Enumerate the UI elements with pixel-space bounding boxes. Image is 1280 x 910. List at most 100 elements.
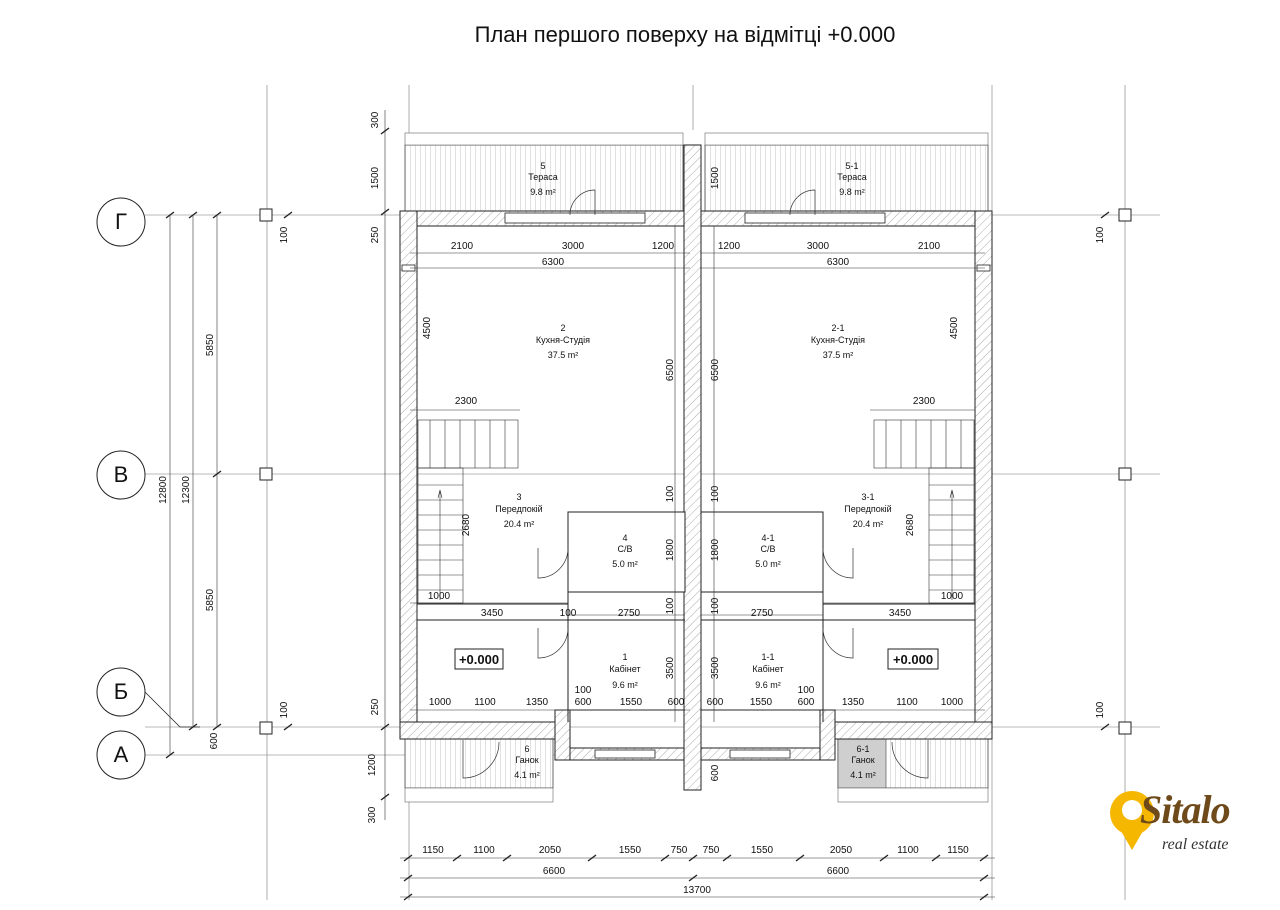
column-markers bbox=[259, 208, 1132, 735]
dimension-ticks bbox=[165, 127, 1110, 901]
dim-left-4500: 4500 bbox=[422, 316, 433, 339]
dim-left-1500: 1500 bbox=[370, 166, 381, 189]
dim-mid-5: 3450 bbox=[889, 608, 912, 619]
dim-low-7: 600 bbox=[668, 697, 685, 708]
room-label-terrace-area: 9.8 m² bbox=[530, 187, 556, 197]
terrace-edge-right bbox=[704, 132, 989, 146]
staircase-left bbox=[417, 419, 519, 604]
room-label-hall2-name: Передпокій bbox=[844, 504, 891, 514]
dim-stair-left: 2300 bbox=[455, 396, 478, 407]
dim-int-600-bottom: 600 bbox=[710, 764, 721, 781]
dim-left-1200: 1200 bbox=[367, 753, 378, 776]
dim-low-8: 600 bbox=[707, 697, 724, 708]
dim-top-1: 2100 bbox=[451, 241, 474, 252]
dim-int-100-d: 100 bbox=[710, 597, 721, 614]
dim-bottom-1: 1150 bbox=[422, 845, 444, 856]
room-label-hall-num: 3 bbox=[516, 492, 521, 502]
dim-low-10: 600 bbox=[798, 697, 815, 708]
logo: Sitalo real estate bbox=[1108, 782, 1248, 862]
dim-int-1800-left: 1800 bbox=[665, 538, 676, 561]
dim-right-100-top: 100 bbox=[1095, 226, 1106, 243]
dim-stair-h-right: 1000 bbox=[941, 591, 964, 602]
dim-top-2: 3000 bbox=[562, 241, 585, 252]
dim-low-1: 1000 bbox=[429, 697, 452, 708]
porch-left bbox=[404, 737, 554, 789]
dim-int-3500-left: 3500 bbox=[665, 656, 676, 679]
exterior-walls bbox=[399, 144, 993, 791]
room-label-bath2-area: 5.0 m² bbox=[755, 559, 781, 569]
dim-mid-4: 2750 bbox=[751, 608, 774, 619]
dim-bottom-7: 1550 bbox=[751, 845, 774, 856]
dim-bottom-3: 2050 bbox=[539, 845, 562, 856]
dim-low-13: 1100 bbox=[896, 697, 918, 708]
axis-marker-a: А bbox=[96, 730, 146, 780]
room-label-bath-num: 4 bbox=[622, 533, 627, 543]
dim-int-100-a: 100 bbox=[665, 485, 676, 502]
level-mark-left: +0.000 bbox=[459, 652, 499, 667]
room-label-terrace2-area: 9.8 m² bbox=[839, 187, 865, 197]
dim-left-250-bottom: 250 bbox=[370, 698, 381, 715]
room-label-office2-area: 9.6 m² bbox=[755, 680, 781, 690]
dim-bottom-2: 1100 bbox=[473, 845, 495, 856]
room-label-kitchen-name: Кухня-Студія bbox=[536, 335, 590, 345]
axis-label-b: Б bbox=[114, 679, 128, 704]
dim-int-1500-right: 1500 bbox=[710, 166, 721, 189]
room-label-office2-num: 1-1 bbox=[761, 652, 774, 662]
dim-top-total-left: 6300 bbox=[542, 257, 565, 268]
dim-bottom-half-left: 6600 bbox=[543, 866, 566, 877]
axis-label-v: В bbox=[114, 462, 129, 487]
dim-stair-v-right: 2680 bbox=[905, 513, 916, 536]
room-label-kitchen2-name: Кухня-Студія bbox=[811, 335, 865, 345]
dim-top-total-right: 6300 bbox=[827, 257, 850, 268]
dim-top-3: 1200 bbox=[652, 241, 675, 252]
room-label-porch2-num: 6-1 bbox=[856, 744, 869, 754]
level-mark-right: +0.000 bbox=[893, 652, 933, 667]
room-label-bath-name: С/В bbox=[617, 544, 632, 554]
room-label-hall2-area: 20.4 m² bbox=[853, 519, 884, 529]
room-label-porch-area: 4.1 m² bbox=[514, 770, 540, 780]
dim-bottom-4: 1550 bbox=[619, 845, 642, 856]
terrace-edge-left bbox=[404, 132, 684, 146]
axis-marker-g: Г bbox=[96, 197, 146, 247]
dim-int-100-b: 100 bbox=[710, 485, 721, 502]
level-mark-box-left bbox=[454, 648, 504, 670]
dim-stair-right: 2300 bbox=[913, 396, 936, 407]
room-label-office2-name: Кабінет bbox=[752, 664, 783, 674]
dim-bottom-10: 1150 bbox=[947, 845, 969, 856]
level-mark-box-right bbox=[887, 648, 939, 670]
dim-mid-2: 100 bbox=[560, 608, 577, 619]
room-label-porch-name: Ганок bbox=[515, 755, 538, 765]
dimension-lines bbox=[169, 110, 995, 898]
logo-tagline: real estate bbox=[1162, 836, 1229, 853]
dim-left-250: 250 bbox=[370, 226, 381, 243]
dim-bottom-6: 750 bbox=[703, 845, 720, 856]
dim-mid-3: 2750 bbox=[618, 608, 641, 619]
porch-right-step bbox=[837, 737, 887, 789]
room-label-bath-area: 5.0 m² bbox=[612, 559, 638, 569]
dim-left-600: 600 bbox=[209, 732, 220, 749]
dim-low-9: 1550 bbox=[750, 697, 773, 708]
room-label-bath2-num: 4-1 bbox=[761, 533, 774, 543]
dim-int-6500-right: 6500 bbox=[710, 358, 721, 381]
dim-stair-v-left: 2680 bbox=[461, 513, 472, 536]
dim-int-1800-right: 1800 bbox=[710, 538, 721, 561]
axis-label-a: А bbox=[114, 742, 129, 767]
dim-left-5850-top: 5850 bbox=[205, 333, 216, 356]
porch-edge-left bbox=[404, 787, 554, 803]
room-label-terrace2-num: 5-1 bbox=[845, 161, 858, 171]
room-label-kitchen2-area: 37.5 m² bbox=[823, 350, 854, 360]
room-label-terrace-name: Тераса bbox=[528, 172, 558, 182]
dim-left-12800: 12800 bbox=[158, 476, 169, 504]
dim-bottom-total: 13700 bbox=[683, 885, 711, 896]
terrace-left bbox=[404, 144, 684, 214]
room-label-hall-area: 20.4 m² bbox=[504, 519, 535, 529]
dim-right-100-bottom: 100 bbox=[1095, 701, 1106, 718]
room-label-hall2-num: 3-1 bbox=[861, 492, 874, 502]
logo-pin-icon bbox=[1110, 791, 1154, 850]
dim-left-100: 100 bbox=[279, 226, 290, 243]
room-label-terrace2-name: Тераса bbox=[837, 172, 867, 182]
axis-marker-b: Б bbox=[96, 667, 200, 728]
dim-low-11: 100 bbox=[798, 685, 815, 696]
dim-bottom-8: 2050 bbox=[830, 845, 853, 856]
